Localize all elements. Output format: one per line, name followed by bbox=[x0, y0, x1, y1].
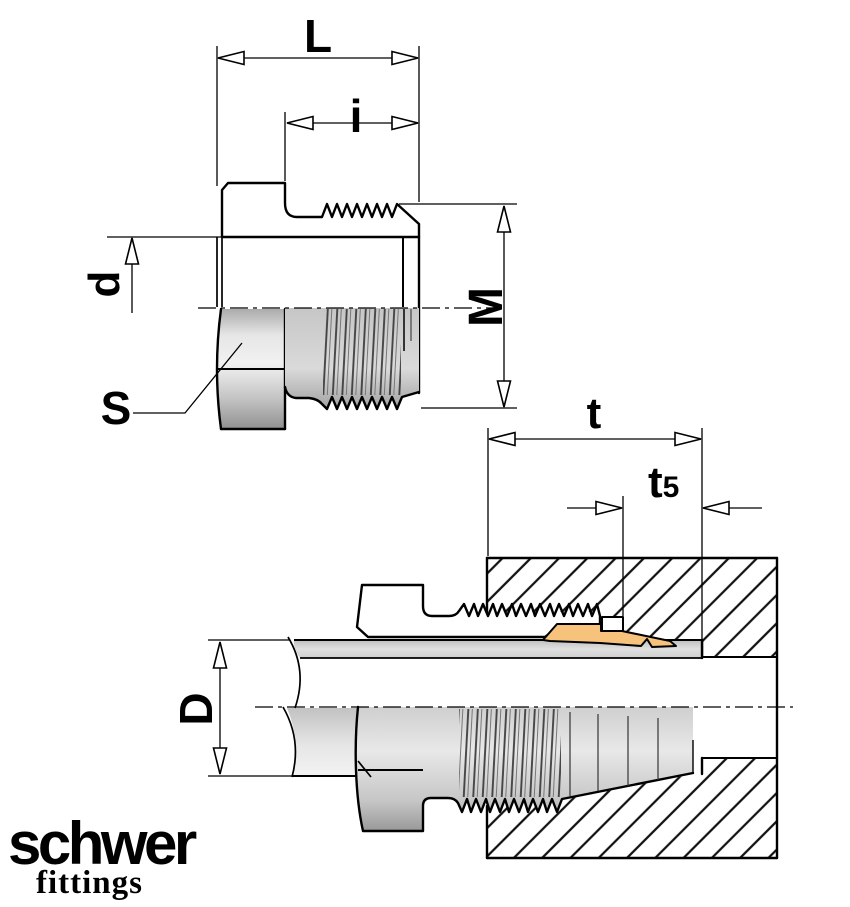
dim-label-D: D bbox=[170, 692, 222, 725]
dimension-D: D bbox=[170, 641, 228, 775]
hex-left-arc bbox=[215, 307, 223, 431]
seal-support-ring bbox=[601, 616, 624, 632]
logo-tagline-text: fittings bbox=[36, 865, 143, 901]
arrow-left-icon bbox=[286, 115, 314, 131]
dim-label-t5-sub: 5 bbox=[663, 471, 680, 504]
tube-break-upper bbox=[287, 636, 301, 709]
fitting-body-section bbox=[220, 181, 421, 239]
arrow-up-icon bbox=[124, 237, 140, 265]
tube bbox=[208, 636, 704, 778]
dim-label-i: i bbox=[350, 90, 363, 142]
nut-chamfer-line bbox=[357, 760, 372, 778]
tube-lower-external bbox=[287, 708, 358, 776]
arrow-up-icon bbox=[496, 205, 512, 233]
fitting-lower-outline bbox=[354, 705, 695, 833]
fitting-upper-body bbox=[355, 583, 602, 639]
assembly-view: t t5 D bbox=[170, 389, 793, 860]
tube-wall-section bbox=[293, 640, 702, 658]
leader-line bbox=[133, 342, 243, 414]
dimension-L: L bbox=[216, 10, 420, 202]
arrow-left-icon bbox=[488, 431, 516, 447]
thread-flank-pattern bbox=[323, 309, 401, 395]
brand-logo: schwer fittings bbox=[8, 810, 200, 901]
dimension-i: i bbox=[284, 90, 419, 181]
tube-break-lower bbox=[282, 706, 297, 778]
dimension-t5: t5 bbox=[567, 458, 762, 616]
groove-thread-outline bbox=[283, 385, 421, 411]
seal-ring bbox=[542, 623, 677, 648]
arrow-right-icon bbox=[391, 115, 419, 131]
dim-label-d: d bbox=[80, 271, 129, 298]
arrow-down-icon bbox=[496, 380, 512, 408]
top-view-fitting: L i d M S bbox=[80, 10, 517, 434]
arrow-left-icon bbox=[702, 500, 730, 516]
dim-label-L: L bbox=[304, 10, 332, 62]
fitting-lower-external bbox=[354, 705, 695, 833]
arrow-right-icon bbox=[595, 500, 623, 516]
logo-brand-text: schwer bbox=[8, 810, 197, 877]
arrow-up-icon bbox=[212, 641, 228, 669]
thread-flank-pattern bbox=[459, 709, 561, 797]
dim-label-t5-base: t bbox=[648, 458, 663, 507]
dimension-M: M bbox=[399, 203, 517, 409]
dim-label-t: t bbox=[587, 389, 602, 438]
dim-label-M: M bbox=[460, 287, 513, 327]
arrow-right-icon bbox=[674, 431, 702, 447]
callout-S: S bbox=[101, 342, 243, 434]
dimension-t: t bbox=[487, 389, 703, 640]
port-block-outline bbox=[485, 556, 779, 860]
arrow-left-icon bbox=[217, 50, 245, 66]
port-block-hatch-upper bbox=[487, 558, 777, 657]
dim-label-t5: t5 bbox=[648, 458, 679, 507]
arrow-down-icon bbox=[212, 747, 228, 775]
port-block-hatch-lower bbox=[487, 758, 777, 858]
arrow-right-icon bbox=[391, 50, 419, 66]
dimension-d: d bbox=[80, 237, 140, 313]
dim-label-S: S bbox=[101, 382, 132, 434]
